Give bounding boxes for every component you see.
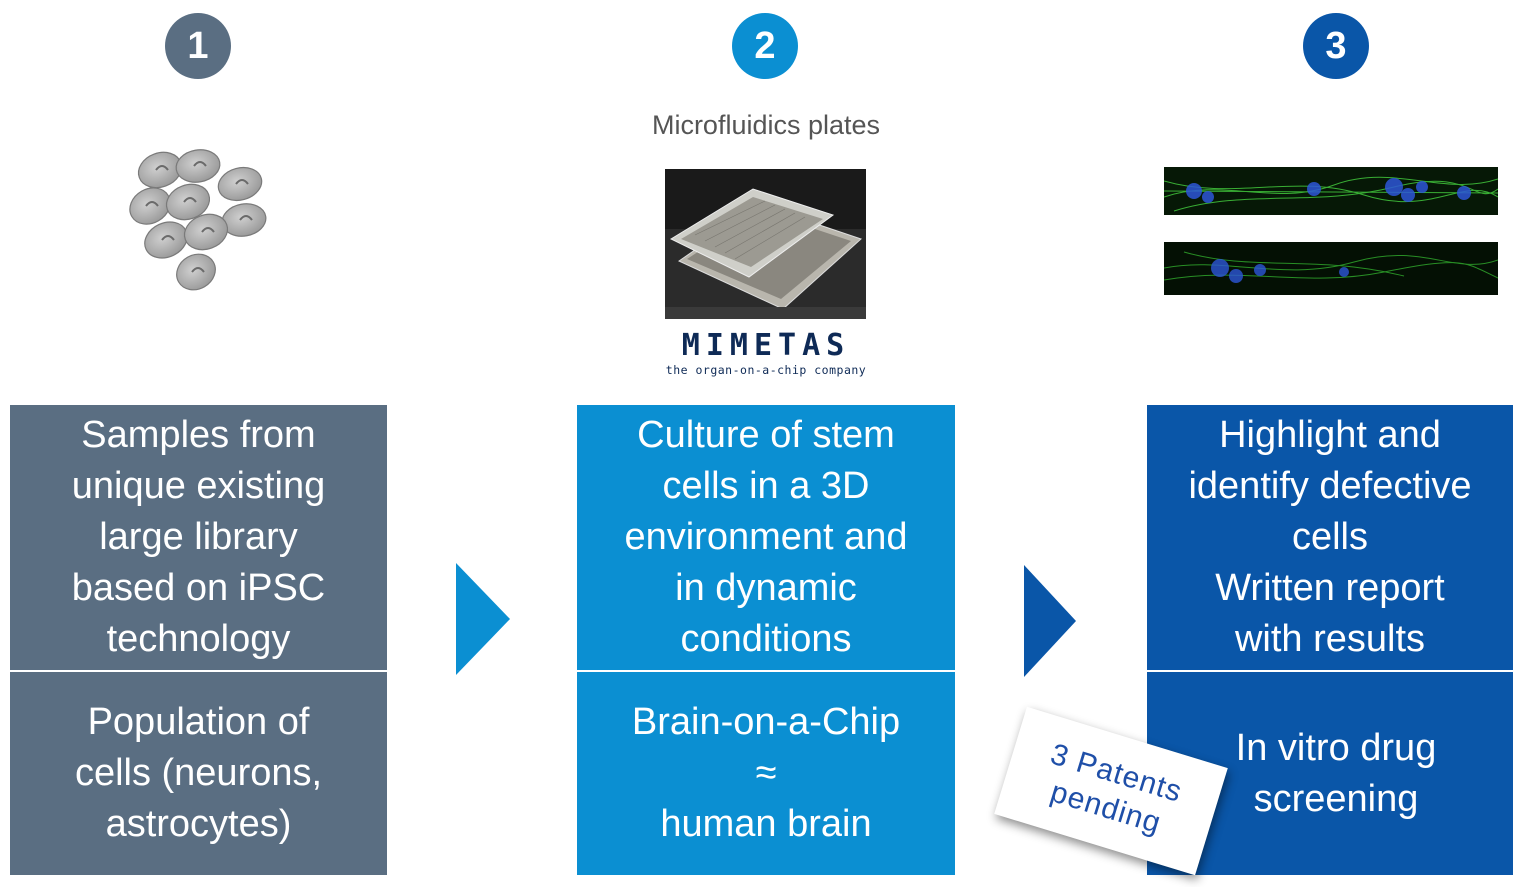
step-1-line: unique existing	[71, 465, 326, 507]
step-3-line: Highlight and	[1219, 414, 1441, 456]
step-1-result-line: cells (neurons,	[74, 752, 323, 794]
step-3-result-box: In vitro drug screening	[1147, 672, 1513, 875]
step-1-line: technology	[106, 618, 291, 660]
arrow-step-2-to-3	[1024, 565, 1076, 677]
step-2-line: environment and	[624, 516, 908, 558]
step-2-line: in dynamic	[675, 567, 857, 609]
step-3-result-line: screening	[1253, 777, 1419, 820]
step-1-line: based on iPSC	[71, 567, 326, 609]
step-1-result-line: astrocytes)	[105, 803, 292, 845]
plate-photo	[665, 169, 866, 319]
step-3-divider	[1147, 670, 1513, 672]
step-3-description-box: Highlight and identify defective cells W…	[1147, 405, 1513, 670]
microscopy-image-bottom	[1164, 242, 1498, 295]
step-2-badge: 2	[732, 13, 798, 79]
step-2-line: conditions	[680, 618, 852, 660]
microscopy-image-top	[1164, 167, 1498, 215]
step-3-line: identify defective	[1188, 465, 1472, 507]
step-1-line: Samples from	[81, 414, 316, 456]
step-3-line: Written report	[1215, 567, 1445, 609]
mimetas-logo-tagline: the organ-on-a-chip company	[665, 363, 867, 377]
plates-label: Microfluidics plates	[651, 110, 881, 140]
step-1-line: large library	[99, 516, 298, 558]
mimetas-logo-wordmark: MIMETAS	[681, 328, 851, 363]
mimetas-logo: MIMETAS the organ-on-a-chip company	[648, 328, 884, 377]
step-3-result-line: In vitro drug	[1235, 726, 1437, 769]
step-2-result-line: Brain-on-a-Chip	[631, 701, 901, 743]
step-1-result-line: Population of	[87, 701, 310, 743]
step-1-result-box: Population of cells (neurons, astrocytes…	[10, 672, 387, 875]
step-1-badge: 1	[165, 13, 231, 79]
step-2-line: cells in a 3D	[662, 465, 870, 507]
step-2-description-box: Culture of stem cells in a 3D environmen…	[577, 405, 955, 670]
arrow-step-1-to-2	[456, 563, 510, 675]
step-3-badge: 3	[1303, 13, 1369, 79]
step-2-result-line: human brain	[660, 803, 872, 845]
step-2-result-box: Brain-on-a-Chip ≈ human brain	[577, 672, 955, 875]
step-2-divider	[577, 670, 955, 672]
cells-image	[129, 149, 267, 291]
step-1-description-box: Samples from unique existing large libra…	[10, 405, 387, 670]
step-2-result-line: ≈	[755, 752, 777, 794]
step-1-divider	[10, 670, 387, 672]
step-2-line: Culture of stem	[637, 414, 895, 456]
step-3-line: with results	[1234, 618, 1426, 660]
step-3-line: cells	[1291, 516, 1369, 558]
